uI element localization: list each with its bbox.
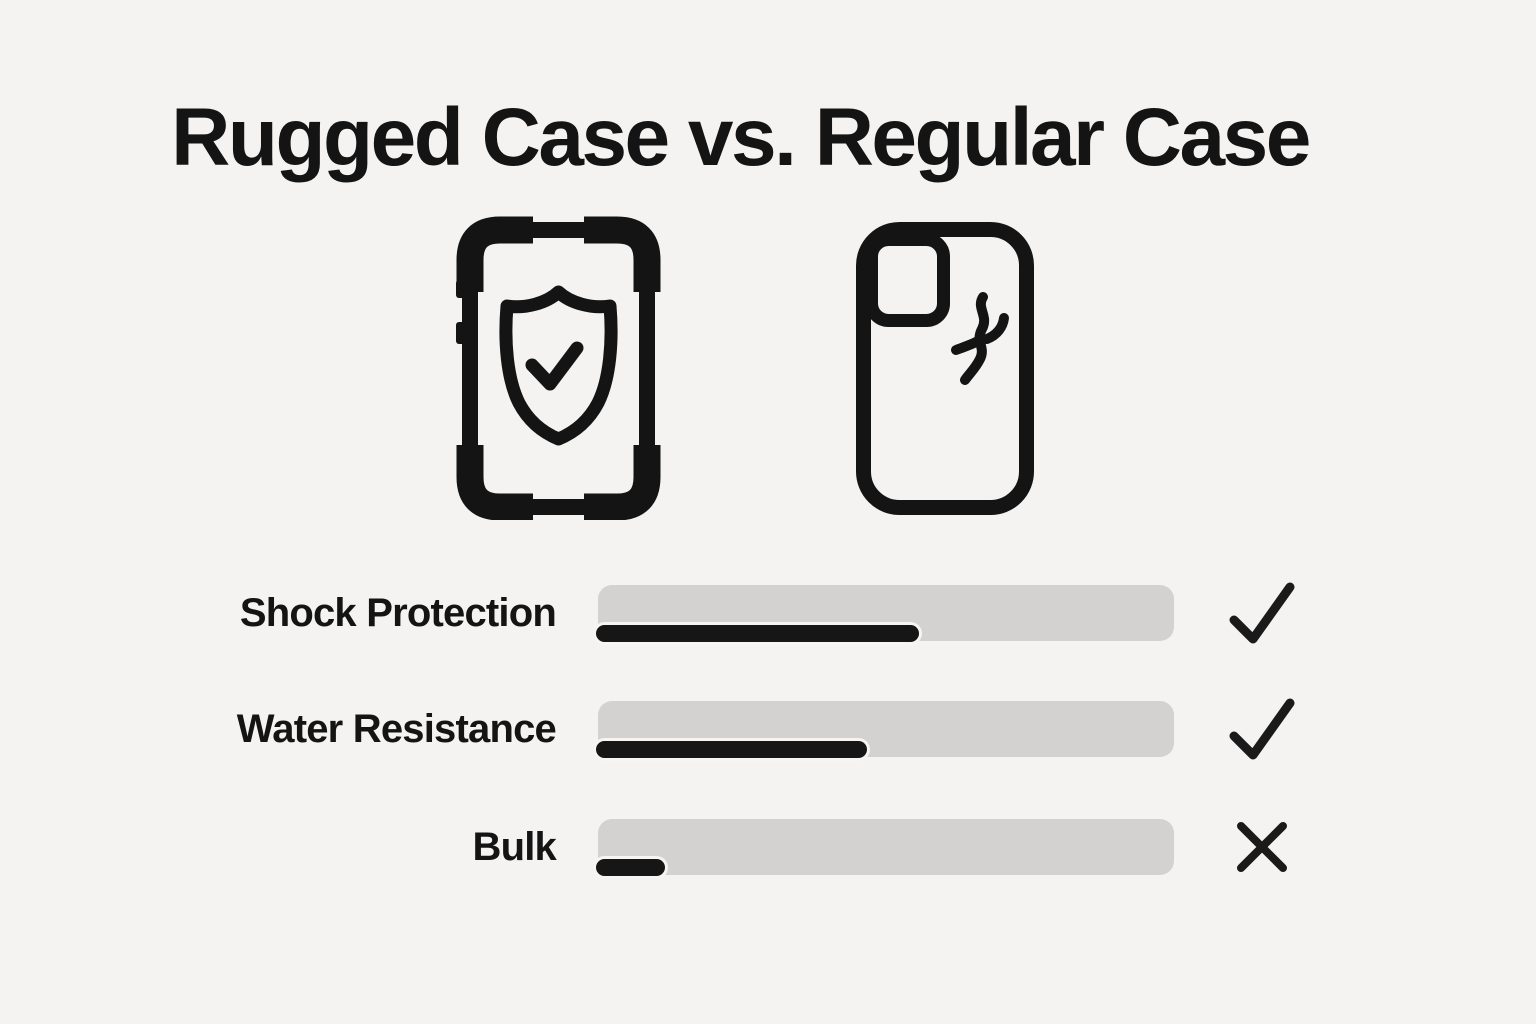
cross-icon: [1237, 822, 1287, 872]
rating-mark: [1222, 812, 1302, 882]
bar-fill: [596, 741, 867, 758]
comparison-row: Bulk: [0, 819, 1536, 876]
bar-track: [596, 585, 1174, 642]
row-label: Water Resistance: [236, 707, 557, 751]
row-label: Shock Protection: [239, 591, 557, 635]
page-title: Rugged Case vs. Regular Case: [171, 92, 1311, 183]
rating-mark: [1222, 694, 1302, 764]
regular-case-crack-icon: [852, 214, 1042, 520]
bar-fill: [596, 859, 666, 876]
bar-fill: [596, 625, 919, 642]
comparison-row: Water Resistance: [0, 698, 1536, 760]
check-icon: [1229, 582, 1295, 644]
rugged-case-shield-check-icon: [453, 214, 663, 520]
rating-mark: [1222, 578, 1302, 648]
bar-track: [596, 701, 1174, 758]
comparison-row: Shock Protection: [0, 582, 1536, 644]
check-icon: [1229, 698, 1295, 760]
row-label: Bulk: [472, 825, 557, 869]
bar-track: [596, 819, 1174, 876]
